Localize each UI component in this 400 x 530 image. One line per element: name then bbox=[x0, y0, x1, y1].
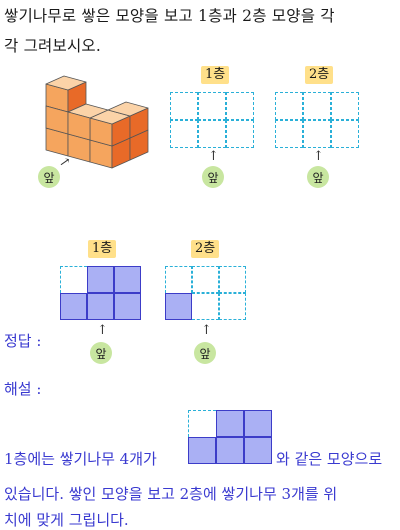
grid-cell-filled bbox=[87, 266, 114, 293]
grid-cell bbox=[226, 120, 254, 148]
grid-cell bbox=[303, 120, 331, 148]
grid-cell-filled bbox=[188, 437, 216, 464]
grid-cell bbox=[331, 92, 359, 120]
front-marker: 앞 bbox=[38, 166, 60, 188]
grid-cell bbox=[275, 92, 303, 120]
floor1-answer-grid bbox=[60, 266, 141, 320]
grid-cell bbox=[170, 120, 198, 148]
grid-cell-empty bbox=[192, 293, 219, 320]
question-line-2: 각 그려보시오. bbox=[4, 37, 102, 55]
grid-cell bbox=[226, 92, 254, 120]
front-marker: 앞 bbox=[202, 166, 224, 188]
grid-cell-filled bbox=[244, 410, 272, 437]
up-arrow-icon: ↑ bbox=[208, 149, 219, 164]
label-floor2: 2층 bbox=[305, 66, 334, 84]
answer-label: 정답 : bbox=[4, 332, 42, 350]
label-floor1: 1층 bbox=[201, 66, 230, 84]
grid-cell-empty bbox=[60, 266, 87, 293]
explanation-label: 해설 : bbox=[4, 380, 42, 398]
explanation-line-2: 있습니다. 쌓인 모양을 보고 2층에 쌓기나무 3개를 위 bbox=[4, 485, 338, 503]
floor2-empty-grid bbox=[275, 92, 359, 148]
grid-cell-filled bbox=[216, 410, 244, 437]
grid-cell-empty bbox=[188, 410, 216, 437]
floor1-empty-grid bbox=[170, 92, 254, 148]
explanation-line-1-after: 와 같은 모양으로 bbox=[276, 450, 383, 468]
front-marker: 앞 bbox=[307, 166, 329, 188]
explanation-line-3: 치에 맞게 그립니다. bbox=[4, 511, 129, 529]
grid-cell-empty bbox=[192, 266, 219, 293]
up-arrow-icon: ↑ bbox=[97, 323, 108, 338]
cube-face bbox=[107, 101, 149, 117]
grid-cell bbox=[331, 120, 359, 148]
grid-cell-filled bbox=[114, 266, 141, 293]
grid-cell-filled bbox=[60, 293, 87, 320]
front-marker: 앞 bbox=[194, 342, 216, 364]
cube-face bbox=[67, 111, 91, 141]
grid-cell bbox=[275, 120, 303, 148]
grid-cell bbox=[303, 92, 331, 120]
grid-cell-filled bbox=[216, 437, 244, 464]
grid-cell bbox=[198, 120, 226, 148]
grid-cell-filled bbox=[165, 293, 192, 320]
explanation-grid bbox=[188, 410, 272, 464]
cube-stack-illustration bbox=[45, 75, 149, 169]
answer-label-floor1: 1층 bbox=[88, 240, 117, 258]
explanation-line-1-before: 1층에는 쌓기나무 4개가 bbox=[4, 450, 157, 468]
grid-cell bbox=[170, 92, 198, 120]
floor2-answer-grid bbox=[165, 266, 246, 320]
front-marker: 앞 bbox=[90, 342, 112, 364]
question-line-1: 쌓기나무로 쌓은 모양을 보고 1층과 2층 모양을 각 bbox=[4, 7, 335, 25]
grid-cell-empty bbox=[165, 266, 192, 293]
grid-cell-filled bbox=[87, 293, 114, 320]
grid-cell-empty bbox=[219, 266, 246, 293]
grid-cell-filled bbox=[244, 437, 272, 464]
grid-cell bbox=[198, 92, 226, 120]
grid-cell-filled bbox=[114, 293, 141, 320]
cube-face bbox=[45, 75, 87, 91]
answer-label-floor2: 2층 bbox=[191, 240, 220, 258]
up-arrow-icon: ↑ bbox=[201, 323, 212, 338]
grid-cell-empty bbox=[219, 293, 246, 320]
up-arrow-icon: ↑ bbox=[313, 149, 324, 164]
